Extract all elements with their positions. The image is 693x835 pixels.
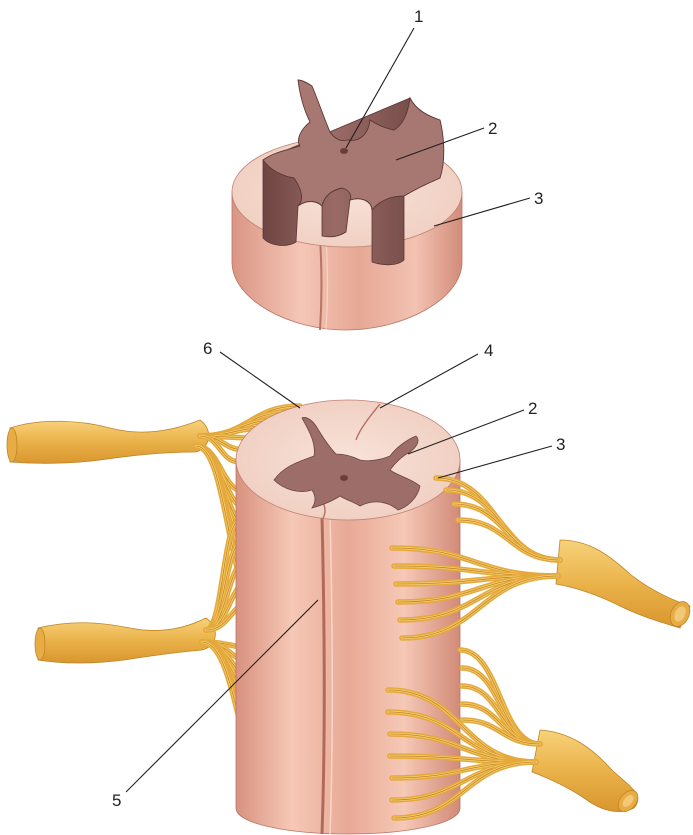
label-4: 4 (484, 341, 493, 360)
central-canal (340, 148, 348, 154)
label-3-bottom: 3 (556, 435, 565, 454)
upper-right-rootlet (454, 504, 560, 560)
spinal-ganglion-upper-right (556, 540, 690, 628)
upper-right-rootlet (458, 520, 560, 560)
leader-4 (380, 354, 478, 408)
spinal-ganglion-lower-left (38, 618, 215, 663)
central-canal-lower (340, 475, 348, 481)
label-6: 6 (203, 339, 212, 358)
leader-6 (220, 352, 300, 408)
label-5: 5 (112, 791, 121, 810)
spinal-ganglion-upper-left (10, 420, 209, 463)
label-1: 1 (414, 7, 423, 26)
spinal-cord-segment (232, 80, 462, 330)
label-2-bottom: 2 (528, 399, 537, 418)
label-2-top: 2 (488, 119, 497, 138)
label-3-top: 3 (534, 189, 543, 208)
